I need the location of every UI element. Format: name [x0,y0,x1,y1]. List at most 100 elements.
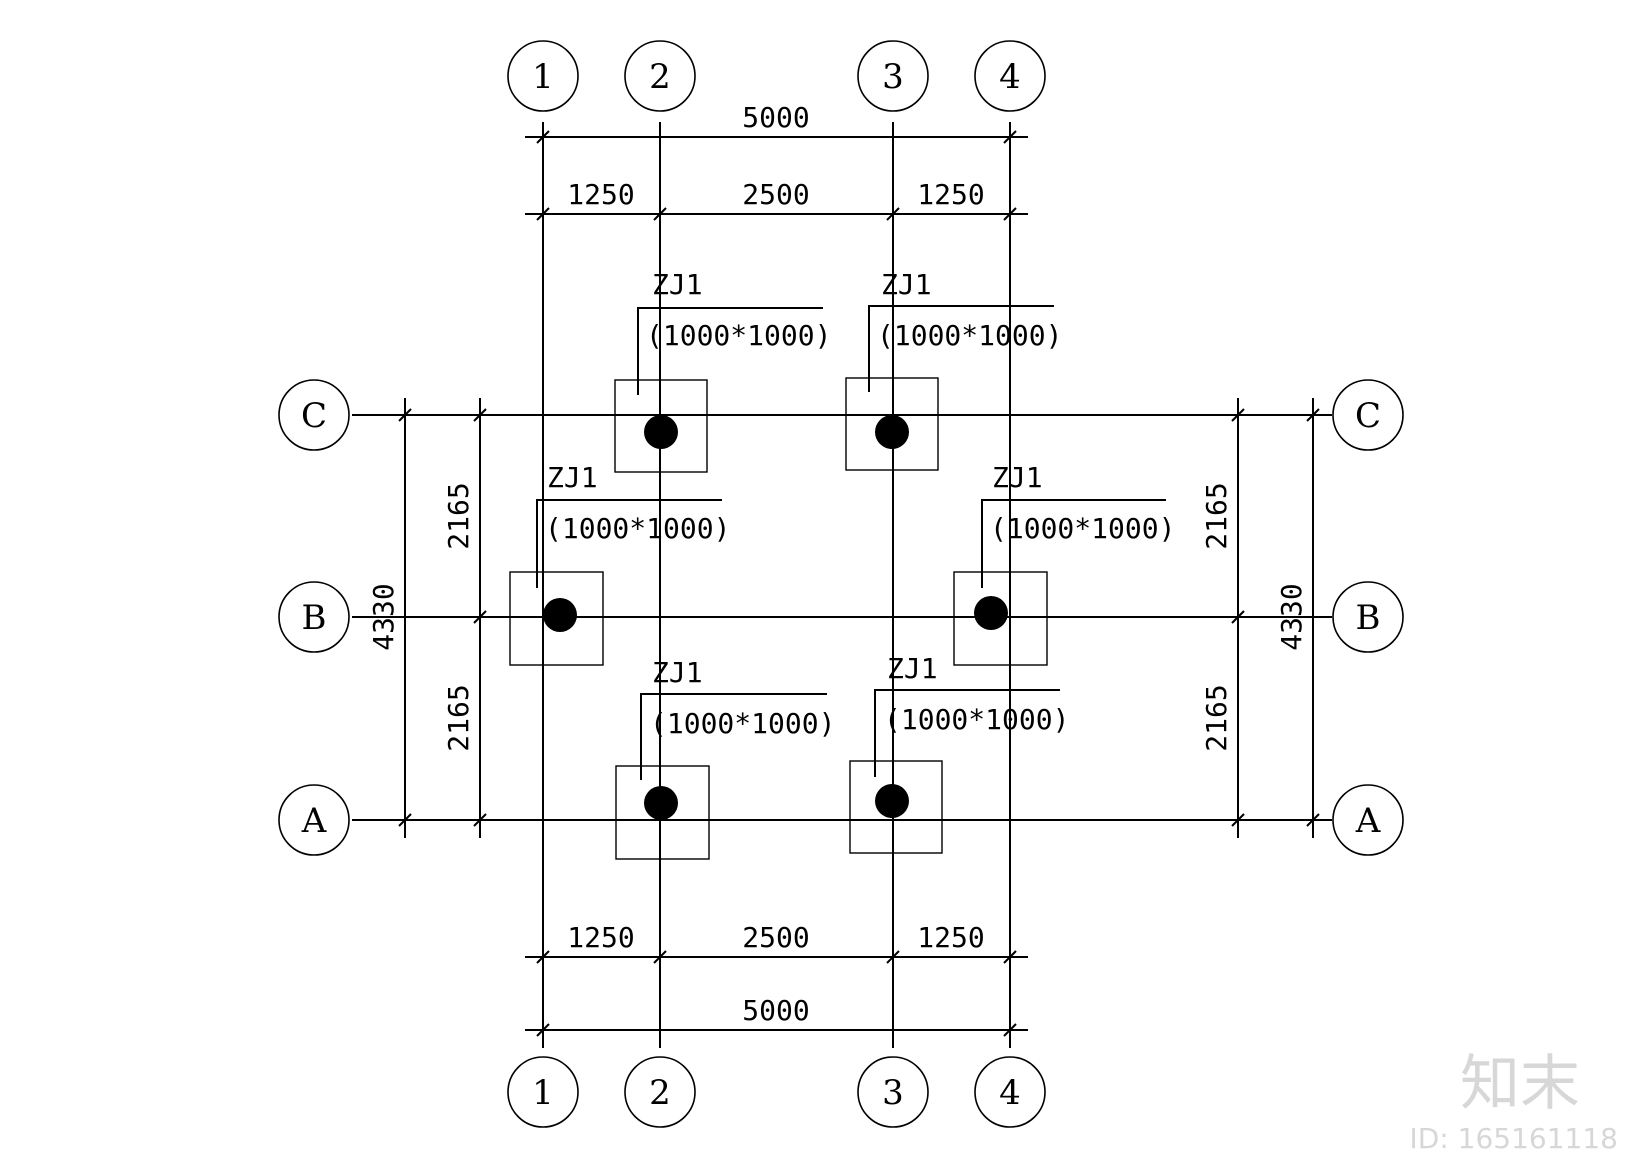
axis-label: 4 [999,57,1021,97]
axis-label: 2 [649,1073,671,1113]
footing-size: (1000*1000) [884,703,1069,736]
footing-pad-a2 [615,765,710,860]
axis-bubble-top-4: 4 [974,40,1046,112]
watermark-id: ID: 165161118 [1410,1122,1618,1155]
tick [653,950,667,964]
footing-label-b1: ZJ1 (1000*1000) [536,461,730,588]
tick [1231,813,1245,827]
dim-bottom-segment-2: 2500 [742,921,809,954]
dim-right-segment-2: 2165 [1200,684,1233,751]
dim-left-segment-2: 2165 [442,684,475,751]
column-b4 [974,596,1008,630]
axis-bubble-right-b: B [1332,581,1404,653]
dim-top-segment-3: 1250 [917,178,984,211]
footing-size: (1000*1000) [545,512,730,545]
leader-line [536,499,722,588]
axis-bubble-bottom-4: 4 [974,1056,1046,1128]
tick [653,207,667,221]
footing-pad-b1 [509,571,604,666]
tick [536,207,550,221]
dim-left-total: 4330 [367,583,400,650]
tick [1003,1023,1017,1037]
dimension-ticks [398,130,1320,1037]
axis-bubble-right-a: A [1332,784,1404,856]
axis-label: A [1355,801,1381,841]
tick [1306,408,1320,422]
tick [398,813,412,827]
watermark-brand: 知末 [1460,1049,1580,1119]
axis-bubble-left-a: A [278,784,350,856]
leader-line [874,689,1060,777]
column-c3 [875,415,909,449]
column-a3 [875,784,909,818]
leader-line [868,305,1054,392]
axis-bubble-bottom-1: 1 [507,1056,579,1128]
axis-label: 4 [999,1073,1021,1113]
tick [1306,813,1320,827]
tick [1231,610,1245,624]
column-c2 [644,415,678,449]
dim-bottom-total: 5000 [742,994,809,1027]
axis-bubble-top-1: 1 [507,40,579,112]
tick [886,207,900,221]
dimension-lines [404,136,1314,1031]
axis-label: A [301,801,327,841]
tick [473,813,487,827]
axis-bubble-bottom-3: 3 [857,1056,929,1128]
footing-pad-a3 [849,760,943,854]
column-b1 [543,598,577,632]
footing-code: ZJ1 [652,656,703,689]
footing-size: (1000*1000) [646,319,831,352]
dimension-texts: 5000 1250 2500 1250 1250 2500 1250 5000 … [367,101,1308,1027]
axis-bubble-top-3: 3 [857,40,929,112]
dim-right-total: 4330 [1275,583,1308,650]
footing-label-a2: ZJ1 (1000*1000) [640,656,835,780]
footing-size: (1000*1000) [650,707,835,740]
dim-bottom-segment-3: 1250 [917,921,984,954]
footing-code: ZJ1 [992,461,1043,494]
axis-label: 1 [532,1073,554,1113]
footings [509,377,1048,860]
footing-size: (1000*1000) [877,319,1062,352]
tick [536,950,550,964]
column-a2 [644,786,678,820]
axis-bubble-left-c: C [278,379,350,451]
footing-code: ZJ1 [547,461,598,494]
tick [886,950,900,964]
tick [1231,408,1245,422]
tick [1003,130,1017,144]
footing-code: ZJ1 [887,652,938,685]
dim-top-segment-2: 2500 [742,178,809,211]
axis-bubble-left-b: B [278,581,350,653]
footing-size: (1000*1000) [990,512,1175,545]
footing-pad-b4 [953,571,1048,666]
footing-label-a3: ZJ1 (1000*1000) [874,652,1069,777]
dim-top-total: 5000 [742,101,809,134]
axis-bubble-top-2: 2 [624,40,696,112]
axis-label: 3 [882,1073,904,1113]
dim-top-segment-1: 1250 [567,178,634,211]
axis-bubbles: 1 2 3 4 1 2 3 4 [278,40,1404,1128]
axis-label: B [1356,598,1381,638]
axis-bubble-bottom-2: 2 [624,1056,696,1128]
leader-line [640,693,827,780]
footing-code: ZJ1 [652,268,703,301]
leader-line [981,499,1166,588]
footing-label-c2: ZJ1 (1000*1000) [637,268,831,395]
tick [536,1023,550,1037]
dim-left-segment-1: 2165 [442,482,475,549]
axis-label: 3 [882,57,904,97]
axis-label: C [1355,396,1381,436]
footing-pad-c3 [845,377,939,471]
tick [1003,207,1017,221]
footing-label-c3: ZJ1 (1000*1000) [868,268,1062,392]
tick [398,408,412,422]
footing-code: ZJ1 [881,268,932,301]
tick [536,130,550,144]
tick [1003,950,1017,964]
dim-bottom-segment-1: 1250 [567,921,634,954]
axis-label: B [302,598,327,638]
axis-label: 1 [532,57,554,97]
footing-label-b4: ZJ1 (1000*1000) [981,461,1175,588]
